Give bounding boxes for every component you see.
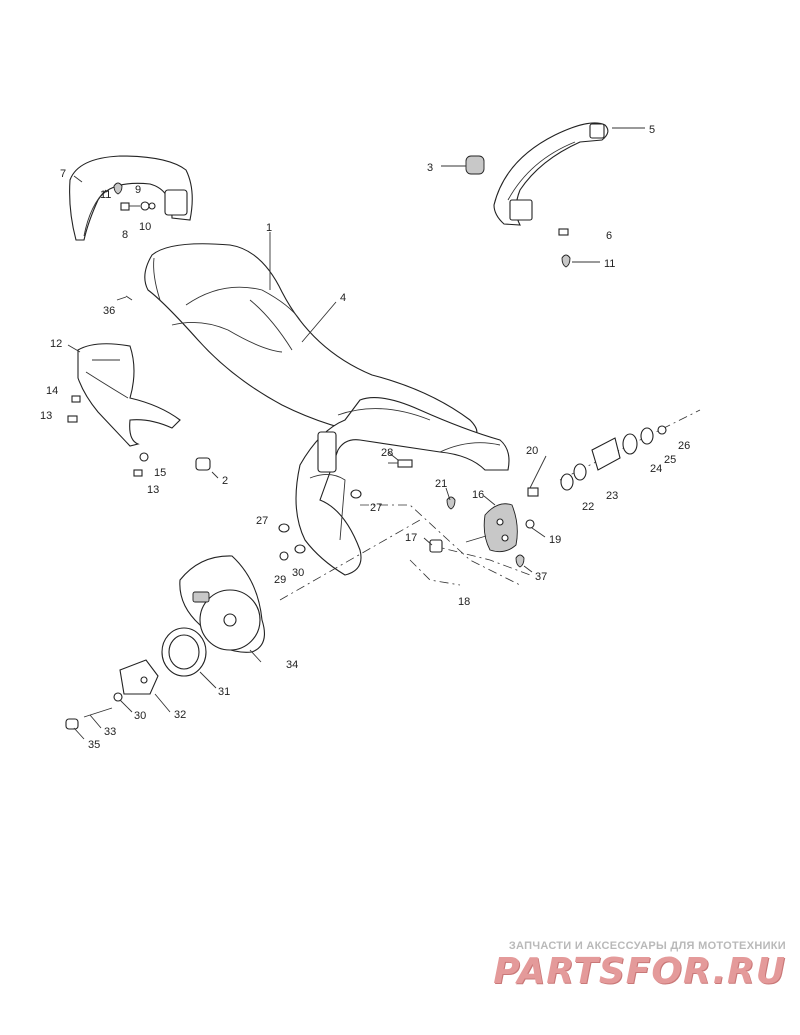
part-mount-bracket-16: [429, 487, 539, 568]
callout: 11: [604, 258, 615, 270]
callout: 7: [60, 168, 66, 180]
callout: 29: [274, 574, 286, 586]
callout: 5: [649, 124, 655, 136]
callout: 12: [50, 338, 62, 350]
part-lower-bracket-32: [65, 659, 159, 730]
callout: 9: [135, 184, 141, 196]
callout: 36: [103, 305, 115, 317]
watermark: ЗАПЧАСТИ И АКСЕССУАРЫ ДЛЯ МОТОТЕХНИКИ PA…: [466, 940, 786, 992]
callout: 8: [122, 229, 128, 241]
callout-labels: 1 2 3 4 5 6 7 8 9 10 11 11 12 13 13 14 1…: [40, 124, 690, 751]
part-clip-36: [125, 295, 133, 301]
callout: 33: [104, 726, 116, 738]
part-fastener-set-upper-left: [113, 182, 156, 211]
callout: 28: [381, 447, 393, 459]
callout: 21: [435, 478, 447, 490]
callout: 10: [139, 221, 151, 233]
callout: 15: [154, 467, 166, 479]
callout: 13: [147, 484, 159, 496]
callout: 26: [678, 440, 690, 452]
callout: 27: [370, 502, 382, 514]
callout: 23: [606, 490, 618, 502]
callout: 4: [340, 292, 346, 304]
callout: 17: [405, 532, 417, 544]
callout: 35: [88, 739, 100, 751]
callout: 1: [266, 222, 272, 234]
callout: 13: [40, 410, 52, 422]
part-fasteners-13-14-15: [67, 395, 149, 477]
watermark-subtitle: ЗАПЧАСТИ И АКСЕССУАРЫ ДЛЯ МОТОТЕХНИКИ: [508, 940, 786, 952]
callout: 16: [472, 489, 484, 501]
callout: 37: [535, 571, 547, 583]
callout: 22: [582, 501, 594, 513]
callout: 25: [664, 454, 676, 466]
callout: 34: [286, 659, 298, 671]
part-grommet-2: [195, 457, 211, 471]
part-cap-3: [465, 155, 485, 175]
callout: 18: [458, 596, 470, 608]
part-frame: [295, 397, 510, 576]
callout: 30: [292, 567, 304, 579]
callout: 30: [134, 710, 146, 722]
part-pulley-31: [161, 627, 207, 677]
callout: 20: [526, 445, 538, 457]
callout: 14: [46, 385, 58, 397]
callout: 2: [222, 475, 228, 487]
part-grab-handle-left: [69, 155, 193, 241]
callout: 6: [606, 230, 612, 242]
part-belt-guard: [179, 555, 265, 653]
callout: 11: [100, 189, 111, 201]
part-grab-handle-right: [493, 122, 609, 226]
callout: 27: [256, 515, 268, 527]
callout: 32: [174, 709, 186, 721]
part-plate-stack: [560, 425, 667, 491]
watermark-logo: PARTSFOR.RU: [493, 951, 786, 992]
part-fasteners-6-11-right: [558, 228, 571, 268]
callout: 31: [218, 686, 230, 698]
part-side-bracket: [77, 343, 181, 447]
leader-lines: [67, 127, 645, 740]
callout: 3: [427, 162, 433, 174]
callout: 24: [650, 463, 662, 475]
callout: 19: [549, 534, 561, 546]
part-washers-27-28-29-30: [278, 459, 413, 561]
